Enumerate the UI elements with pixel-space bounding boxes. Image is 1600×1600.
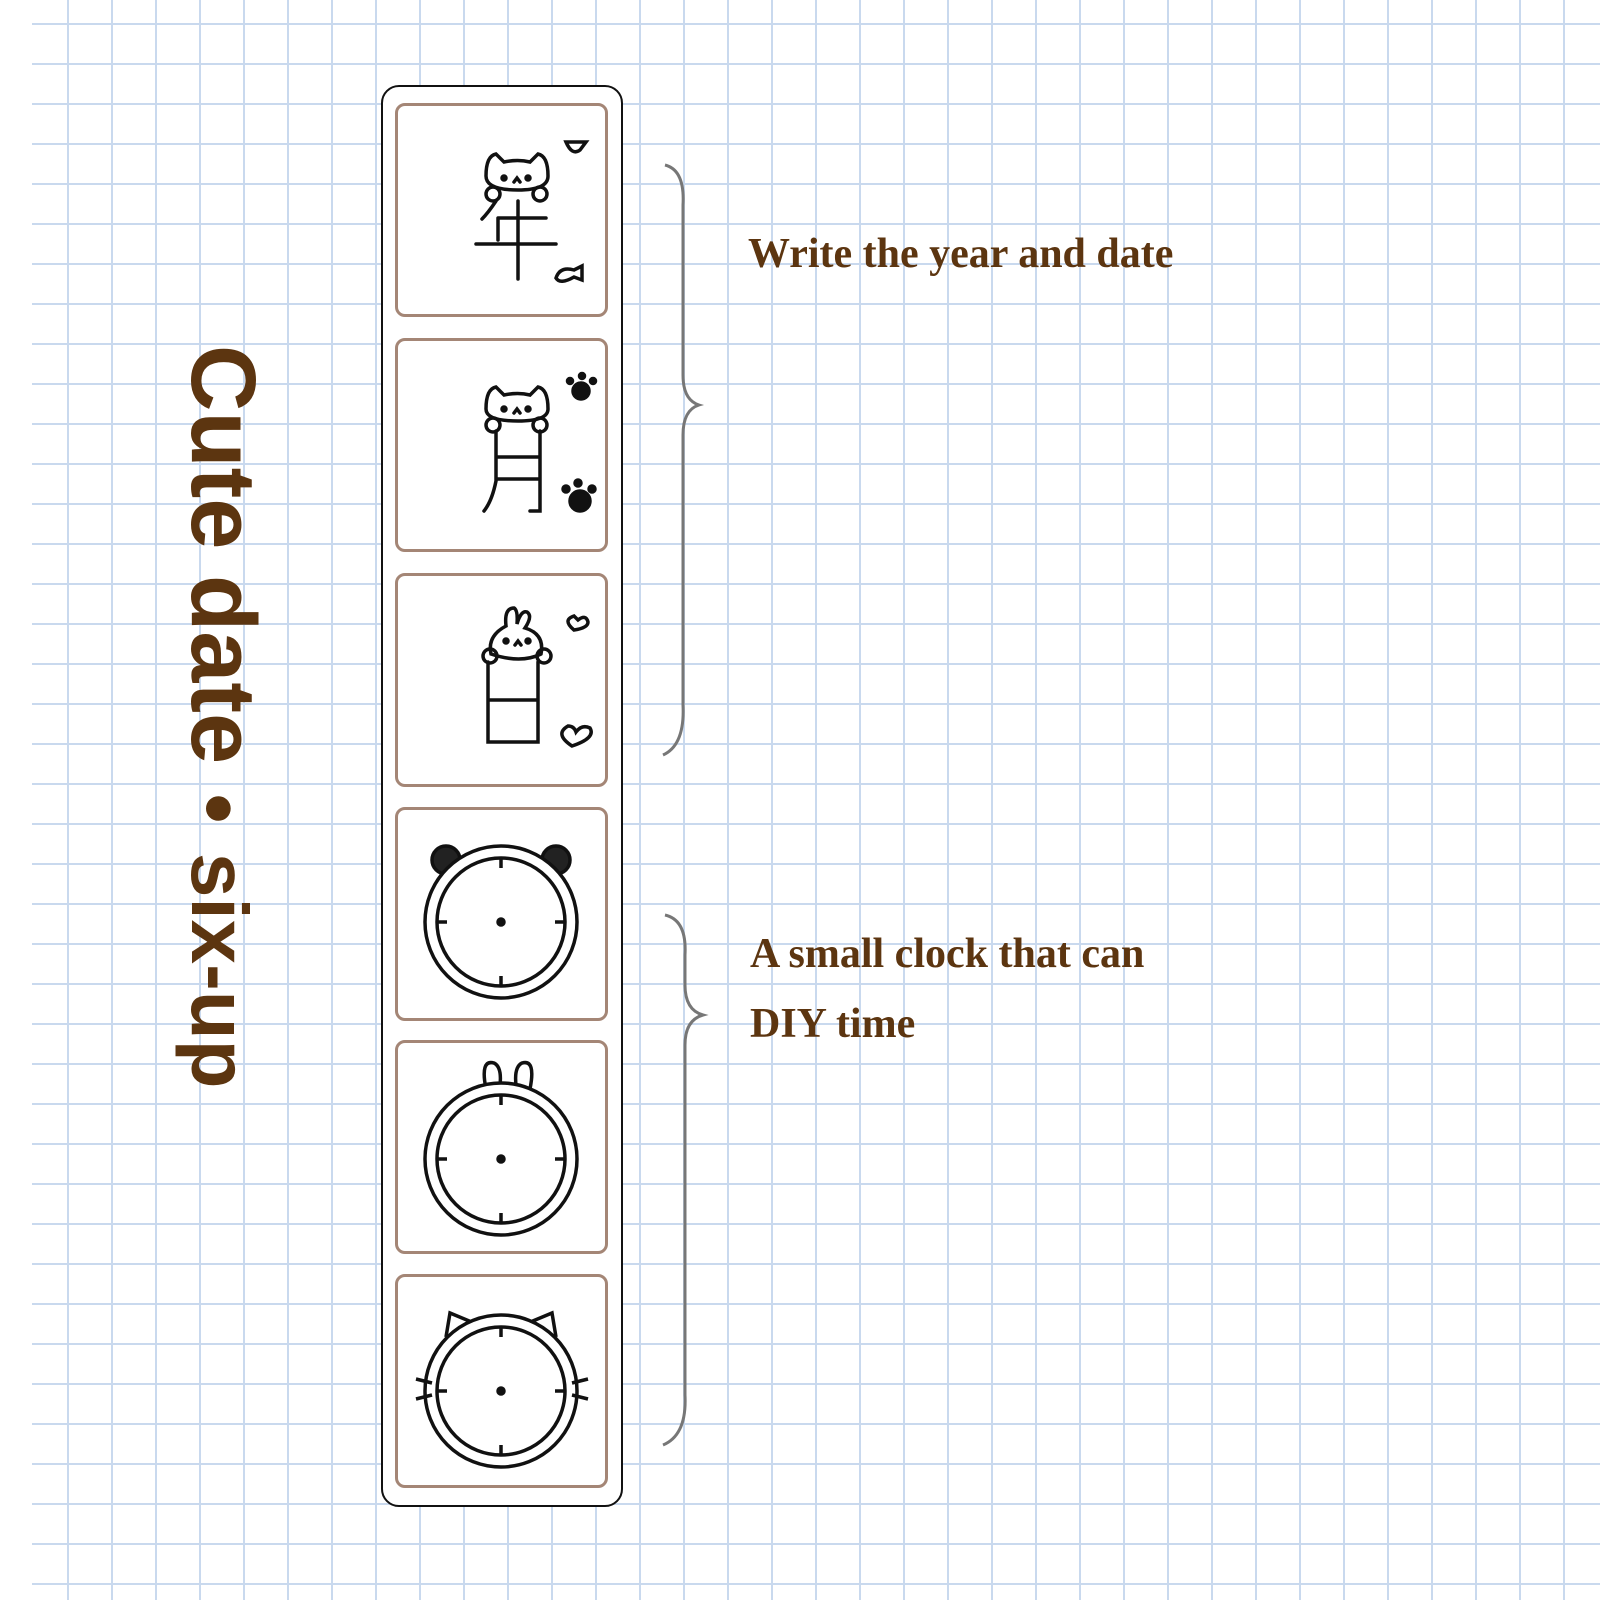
cat-clock-icon (415, 1310, 589, 1469)
clock-annotation-line2: DIY time (750, 1001, 916, 1047)
stamp-month (395, 338, 608, 552)
stamp-day (395, 573, 608, 787)
vertical-title: Cute date • six-up (170, 345, 275, 1089)
clock-annotation-line1: A small clock that can (750, 931, 1145, 977)
bear-clock-icon (423, 844, 579, 1000)
brace-date-icon (662, 163, 705, 757)
brace-clock-icon (662, 913, 709, 1447)
stamp-clock-cat (395, 1274, 608, 1488)
stamp-year (395, 103, 608, 317)
bunny-clock-icon (423, 1060, 579, 1237)
stamp-set-frame (381, 85, 623, 1507)
cat-month-icon (482, 371, 598, 513)
cat-year-icon (474, 140, 590, 283)
date-annotation: Write the year and date (748, 231, 1174, 277)
graph-paper-background (32, 0, 1600, 1600)
title-main: Cute date (172, 345, 274, 765)
title-sub: six-up (175, 852, 264, 1089)
bunny-day-icon (481, 606, 593, 748)
title-separator: • (175, 786, 258, 831)
stamp-clock-bear (395, 807, 608, 1021)
stamp-clock-bunny (395, 1040, 608, 1254)
